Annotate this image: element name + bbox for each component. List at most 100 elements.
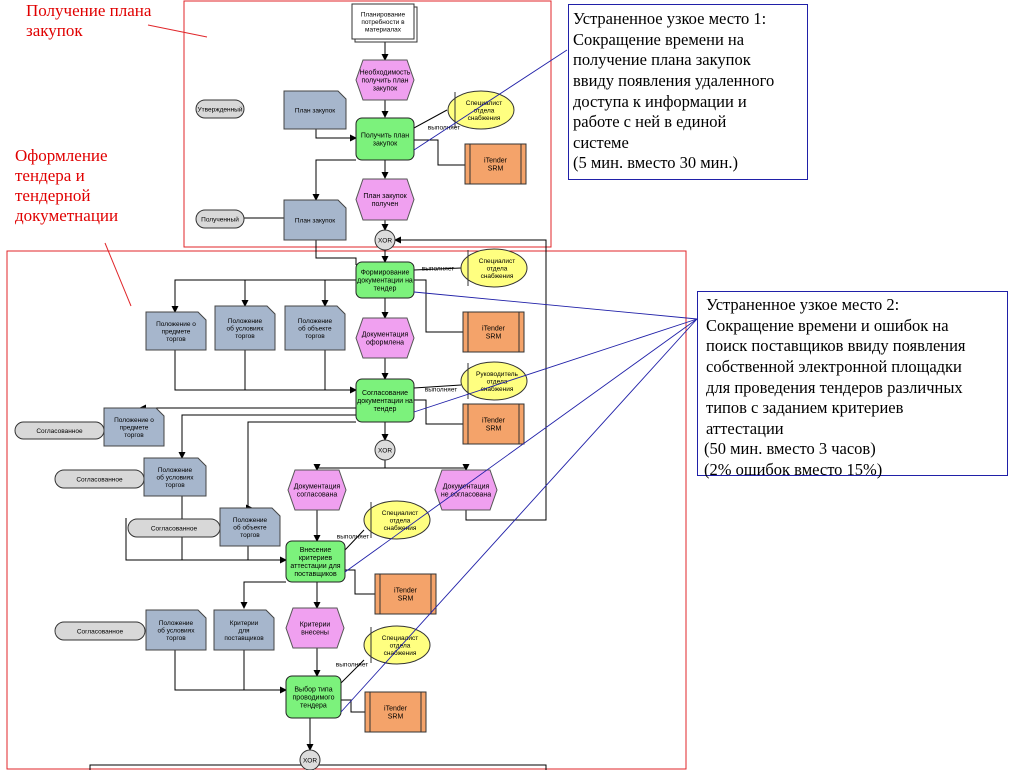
doc-bidding-2: [103, 407, 165, 447]
event-plan-received: [355, 178, 415, 221]
flow-loop-back: [394, 236, 547, 521]
ln-approve-sys: [414, 399, 463, 425]
doc-conditions-1: [214, 305, 276, 351]
event-docs-formed: [355, 317, 415, 359]
status-agreed-4-label: Согласованное: [77, 628, 124, 635]
xor-3-label: XOR: [303, 757, 317, 764]
edge-label-performs-5: выполняет: [336, 661, 368, 668]
function-get-plan: [355, 117, 415, 161]
doc-bidding-1: [145, 311, 207, 351]
region-label-purchase-plan: Получение плана закупок: [26, 1, 152, 41]
ln-type-sys: [341, 699, 365, 713]
xor-1-label: XOR: [378, 237, 392, 244]
org-head: [460, 361, 528, 401]
edge-label-performs-4: выполняет: [337, 533, 369, 540]
function-form-docs: [355, 261, 415, 299]
status-agreed-3-label: Согласованное: [151, 525, 198, 532]
ln-approve-head: [413, 384, 462, 389]
ln-criteria-to-critdoc: [240, 581, 286, 609]
status-received: [195, 209, 245, 229]
status-agreed-2-label: Согласованное: [76, 476, 123, 483]
function-criteria: [285, 540, 346, 583]
region-purchase-plan: [183, 0, 552, 248]
xor-3: [299, 749, 321, 770]
region-leader-1: [147, 24, 208, 38]
doc-plan-1: [283, 90, 347, 130]
bottleneck-2-errors: (2% ошибок вместо 15%): [704, 460, 883, 479]
ln-getplan-spec: [413, 109, 448, 129]
callout-1-leader: [413, 49, 568, 151]
function-approve-docs: [355, 378, 415, 423]
system-itender-1: [464, 143, 527, 185]
region-leader-2: [104, 242, 132, 307]
flow-xor2-to-notapproved: [384, 460, 470, 471]
bottleneck-1-callout: Устраненное узкое место 1: Сокращение вр…: [568, 4, 808, 180]
edge-label-performs-1: выполняет: [428, 124, 460, 131]
ln-form-spec: [413, 267, 462, 271]
start-document: [351, 3, 415, 40]
doc-conditions-2: [143, 457, 207, 497]
edge-label-performs-2: выполняет: [422, 265, 454, 272]
callout-2-leader-1: [413, 291, 698, 320]
system-itender-3: [462, 403, 525, 445]
event-need-plan: [355, 59, 415, 101]
doc-object-2: [219, 507, 281, 547]
callout-2-leader-3: [344, 318, 698, 573]
doc-conditions-3: [145, 609, 207, 651]
ln-getplan-sys: [414, 139, 465, 166]
bottleneck-2-callout: Устраненное узкое место 2: Сокращение вр…: [697, 291, 1008, 479]
bottleneck-1-text: Устраненное узкое место 1: Сокращение вр…: [573, 9, 775, 173]
org-specialist-1: [447, 90, 515, 130]
ln-plan2-to-form: [315, 240, 357, 265]
ln-form-sys: [414, 279, 463, 333]
flow-xor2-to-approved: [313, 460, 386, 471]
status-approved: [195, 99, 245, 119]
xor-1: [374, 229, 396, 251]
edge-label-performs-3: выполняет: [425, 386, 457, 393]
bottleneck-2-time: (50 мин. вместо 3 часов): [704, 439, 876, 459]
region-tender-docs: [6, 250, 687, 770]
function-tender-type: [285, 675, 342, 719]
ln-criteria-spec: [344, 529, 365, 551]
ln-type-spec: [340, 659, 365, 684]
doc-criteria: [213, 609, 275, 651]
system-itender-5: [364, 691, 427, 733]
bottleneck-2-text: Устраненное узкое место 2: Сокращение вр…: [706, 295, 966, 438]
system-itender-4: [374, 573, 437, 615]
doc-plan-2: [283, 199, 347, 241]
status-agreed-4: [54, 621, 146, 641]
org-specialist-3: [363, 500, 431, 540]
xor-2-label: XOR: [378, 447, 392, 454]
doc-plan-1-label: План закупок: [295, 107, 335, 114]
callout-2-leader-2: [413, 318, 698, 413]
event-docs-approved: [287, 469, 347, 511]
event-criteria-entered: [285, 607, 345, 649]
event-docs-not-approved: [434, 469, 498, 511]
ln-getplan-to-plan2: [312, 159, 356, 201]
org-specialist-4: [363, 625, 431, 665]
status-received-label: Полученный: [201, 215, 239, 223]
